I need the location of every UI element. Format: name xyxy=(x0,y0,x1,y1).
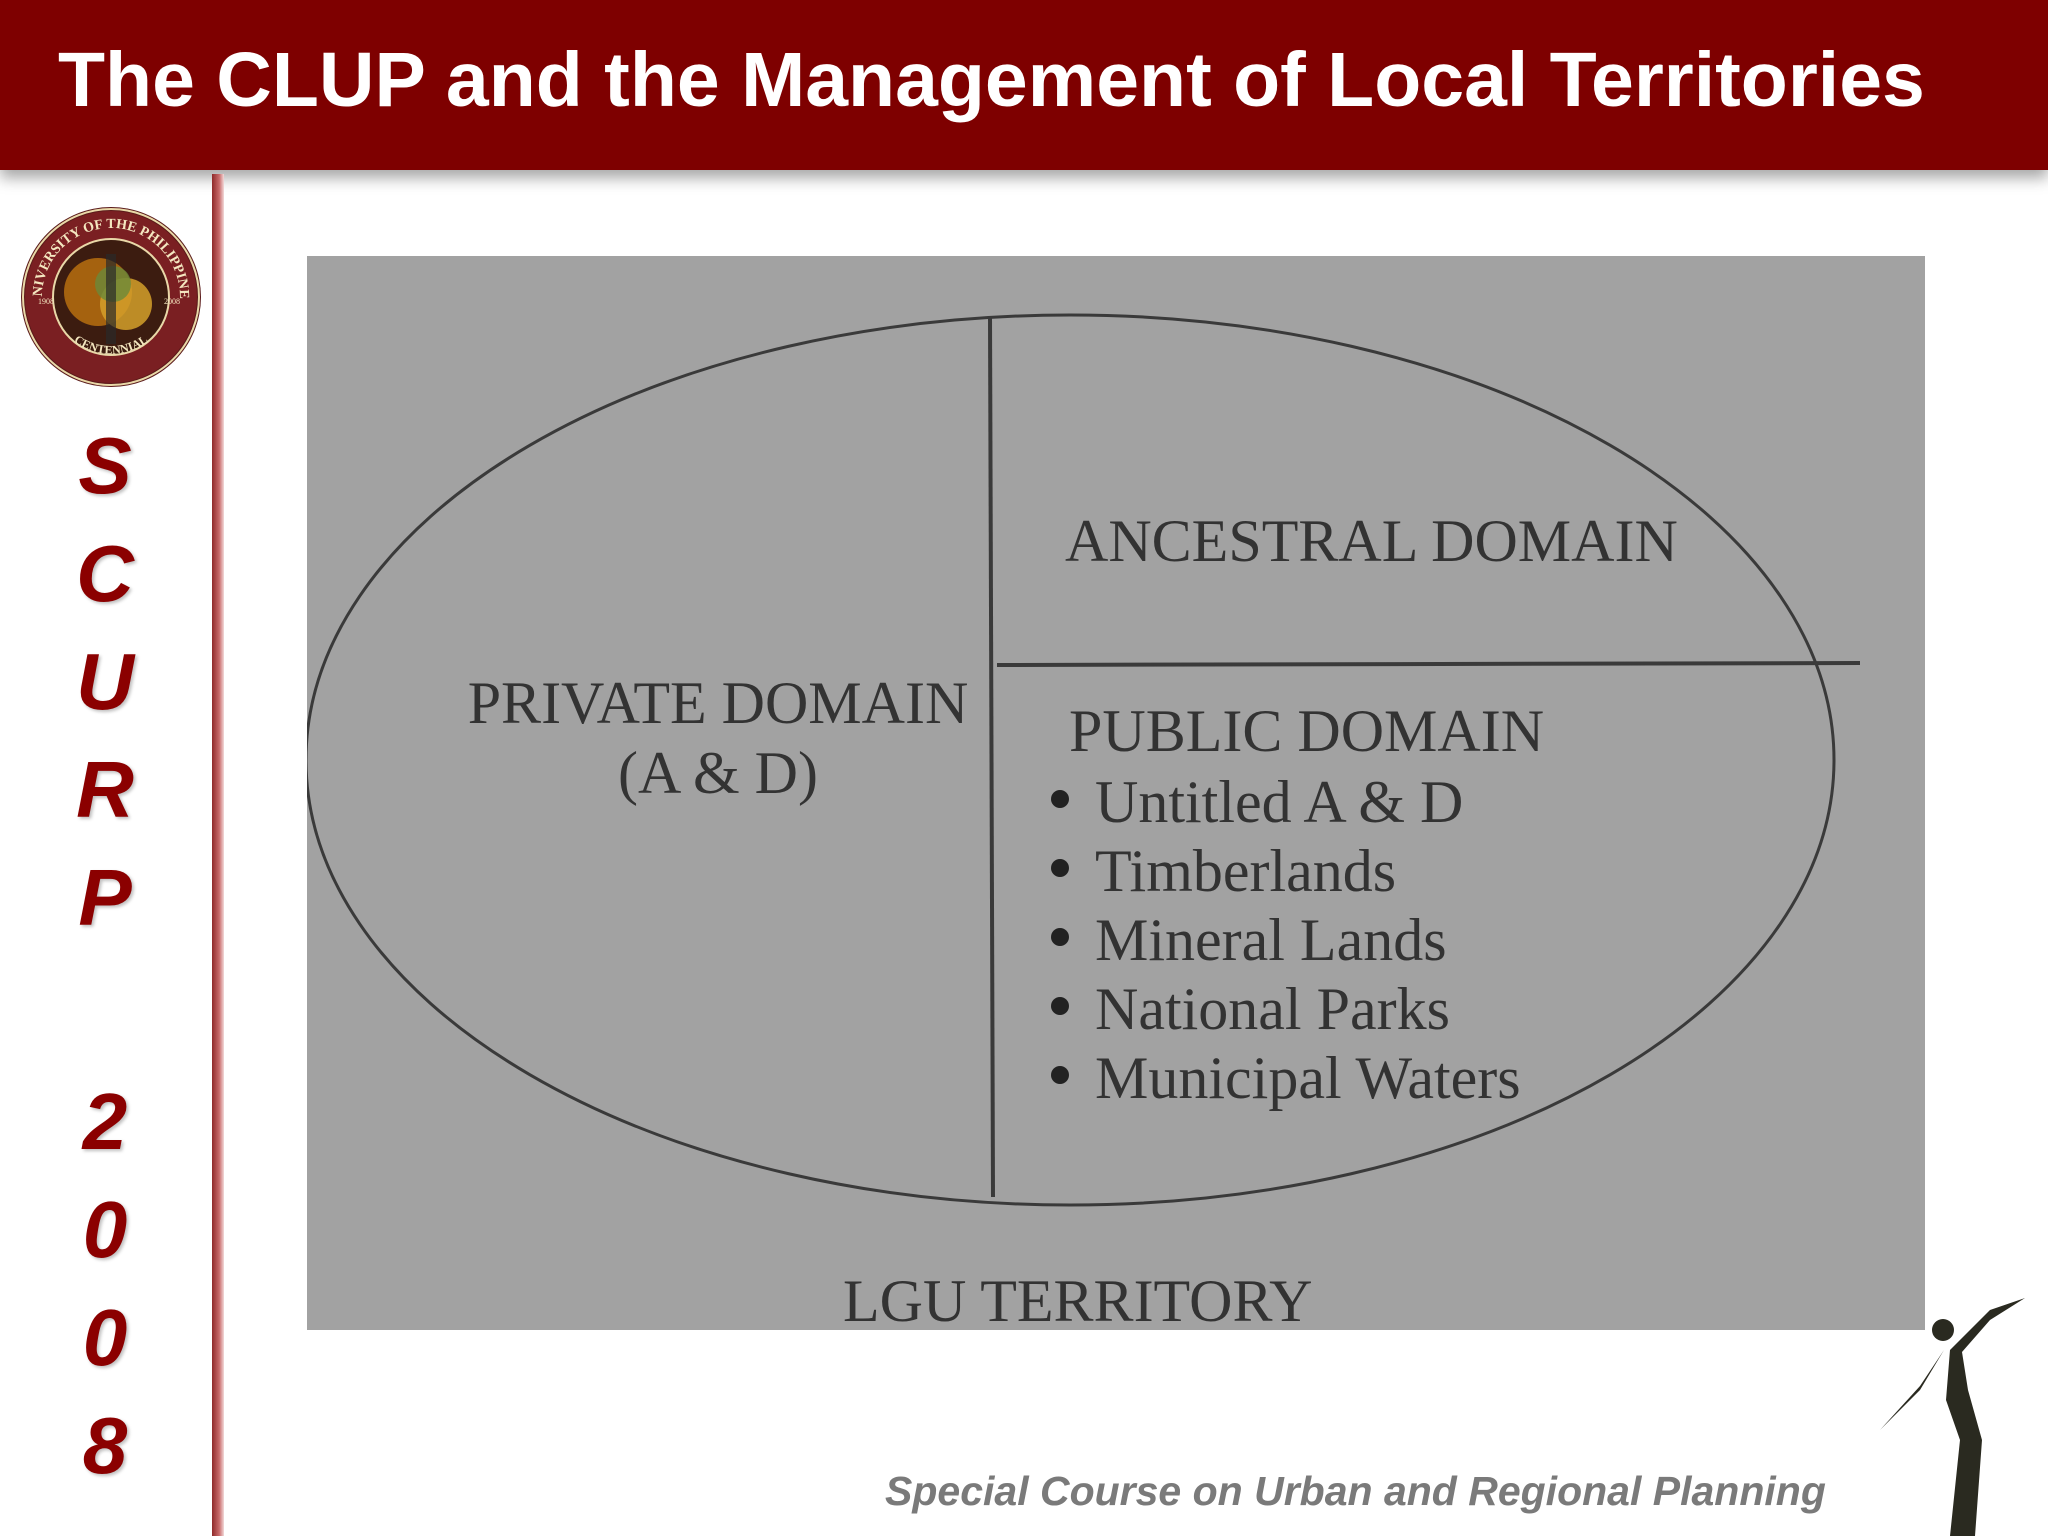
list-item: Timberlands xyxy=(1049,837,1521,906)
bullet-icon xyxy=(1051,859,1069,877)
territory-diagram: PRIVATE DOMAIN (A & D) ANCESTRAL DOMAIN … xyxy=(307,256,1925,1334)
list-item-label: Municipal Waters xyxy=(1095,1045,1521,1111)
sidebar-letter: 8 xyxy=(82,1401,128,1490)
list-item: Municipal Waters xyxy=(1049,1044,1521,1113)
domain-divider-horizontal xyxy=(996,661,1861,667)
sidebar-letter: C xyxy=(76,529,134,618)
sidebar-letter: P xyxy=(78,853,132,942)
private-domain-label: PRIVATE DOMAIN (A & D) xyxy=(433,668,1003,808)
course-footer: Special Course on Urban and Regional Pla… xyxy=(885,1468,1826,1514)
bullet-icon xyxy=(1051,790,1069,808)
slide-title: The CLUP and the Management of Local Ter… xyxy=(58,37,1925,123)
list-item: National Parks xyxy=(1049,975,1521,1044)
bullet-icon xyxy=(1051,1066,1069,1084)
public-domain-list: Untitled A & D Timberlands Mineral Lands… xyxy=(1049,768,1521,1113)
list-item-label: Untitled A & D xyxy=(1095,769,1464,835)
lgu-territory-label: LGU TERRITORY xyxy=(843,1268,1313,1334)
sidebar-letter: S xyxy=(78,421,132,510)
public-domain-label: PUBLIC DOMAIN xyxy=(1069,698,1545,764)
territory-ellipse-diagram xyxy=(307,313,1861,1207)
private-domain-subtitle: (A & D) xyxy=(618,740,818,806)
sidebar-year-label: 2 0 0 8 xyxy=(40,1068,170,1500)
seal-year-right: 2008 xyxy=(164,297,180,306)
lgu-territory-ellipse xyxy=(307,313,1836,1207)
list-item: Mineral Lands xyxy=(1049,906,1521,975)
sidebar-letter: U xyxy=(76,637,134,726)
oblation-statue-icon xyxy=(1880,1298,2025,1536)
seal-year-left: 1908 xyxy=(38,297,54,306)
ancestral-domain-label: ANCESTRAL DOMAIN xyxy=(1065,508,1678,574)
sidebar-letter: 2 xyxy=(82,1077,128,1166)
domain-divider-vertical xyxy=(988,315,995,1198)
list-item: Untitled A & D xyxy=(1049,768,1521,837)
sidebar-letter: 0 xyxy=(82,1185,128,1274)
bullet-icon xyxy=(1051,997,1069,1015)
slide-header: The CLUP and the Management of Local Ter… xyxy=(0,0,2048,170)
list-item-label: Mineral Lands xyxy=(1095,907,1447,973)
private-domain-title: PRIVATE DOMAIN xyxy=(467,670,969,736)
sidebar-letter: 0 xyxy=(82,1293,128,1382)
bullet-icon xyxy=(1051,928,1069,946)
sidebar-divider xyxy=(212,174,224,1536)
sidebar-course-label: S C U R P xyxy=(40,412,170,952)
university-seal-icon: UNIVERSITY OF THE PHILIPPINES CENTENNIAL… xyxy=(18,204,201,387)
list-item-label: Timberlands xyxy=(1095,838,1397,904)
sidebar-letter: R xyxy=(76,745,134,834)
list-item-label: National Parks xyxy=(1095,976,1450,1042)
